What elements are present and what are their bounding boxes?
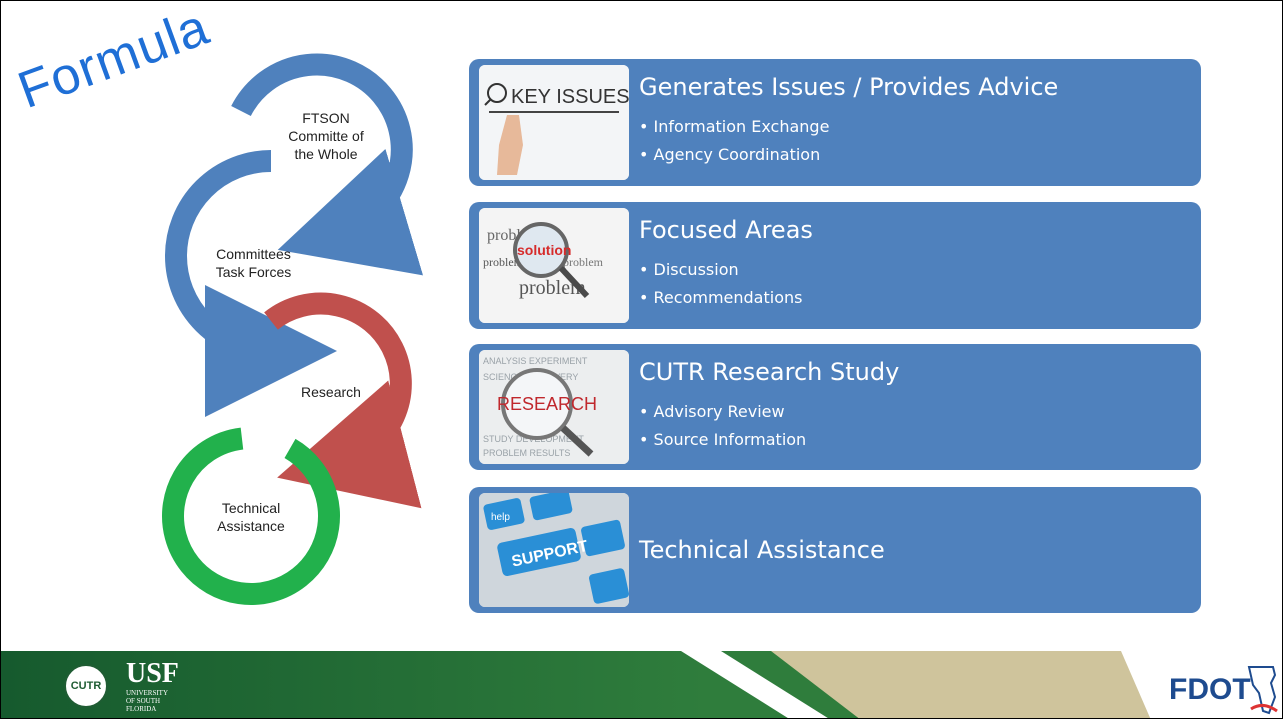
usf-logo: USF UNIVERSITY OF SOUTH FLORIDA — [126, 658, 179, 714]
problem-solution-image-text: solution — [517, 242, 571, 258]
footer-swoosh — [681, 651, 1282, 718]
svg-text:problem: problem — [519, 277, 586, 299]
card-title: CUTR Research Study — [639, 358, 900, 386]
key-issues-image-text: KEY ISSUES — [511, 86, 629, 108]
card-cutr-research-study: ANALYSIS EXPERIMENT SCIENCE DISCOVERY ST… — [469, 344, 1201, 470]
problem-solution-image: problem problem problem problem solution — [479, 208, 629, 323]
bullet-item: Agency Coordination — [639, 141, 829, 169]
support-keyboard-image: help SUPPORT — [479, 493, 629, 607]
bullet-item: Information Exchange — [639, 113, 830, 141]
support-keyboard-image-help: help — [491, 512, 510, 523]
usf-logo-subtext: UNIVERSITY OF SOUTH FLORIDA — [126, 689, 168, 713]
cycle-label-research: Research — [301, 384, 361, 400]
fdot-logo-text: FDOT — [1169, 673, 1251, 706]
card-focused-areas: problem problem problem problem solution… — [469, 202, 1201, 329]
svg-text:ANALYSIS EXPERIMENT: ANALYSIS EXPERIMENT — [483, 356, 588, 366]
cycle-ring-4 — [162, 427, 340, 605]
cycle-arrow-3 — [264, 292, 422, 509]
card-title: Focused Areas — [639, 216, 813, 244]
cycle-label-ftson: FTSON Committe of the Whole — [288, 110, 364, 162]
svg-text:PROBLEM RESULTS: PROBLEM RESULTS — [483, 448, 570, 458]
cycle-arrow-1 — [231, 53, 424, 276]
cycle-arrow-2 — [165, 150, 337, 417]
bullet-item: Advisory Review — [639, 398, 806, 426]
research-words-image-text: RESEARCH — [497, 394, 597, 414]
cycle-label-committees: Committees Task Forces — [215, 246, 292, 280]
cycle-diagram — [162, 53, 424, 605]
cycle-label-technical-assistance: Technical Assistance — [217, 500, 285, 534]
svg-text:problem: problem — [483, 255, 524, 269]
cutr-logo: CUTR — [64, 664, 108, 708]
research-words-image: ANALYSIS EXPERIMENT SCIENCE DISCOVERY ST… — [479, 350, 629, 464]
card-title: Generates Issues / Provides Advice — [639, 73, 1059, 101]
usf-logo-text: USF — [126, 658, 179, 689]
bullet-item: Recommendations — [639, 284, 803, 312]
key-issues-image: KEY ISSUES — [479, 65, 629, 180]
fdot-logo: FDOT — [1169, 661, 1279, 718]
bullet-item: Source Information — [639, 426, 807, 454]
card-generates-issues: KEY ISSUES Generates Issues / Provides A… — [469, 59, 1201, 186]
florida-outline-icon — [1247, 666, 1278, 715]
bullet-item: Discussion — [639, 256, 802, 284]
card-title: Technical Assistance — [639, 536, 885, 564]
svg-text:problem: problem — [563, 255, 604, 269]
card-technical-assistance: help SUPPORT Technical Assistance — [469, 487, 1201, 613]
